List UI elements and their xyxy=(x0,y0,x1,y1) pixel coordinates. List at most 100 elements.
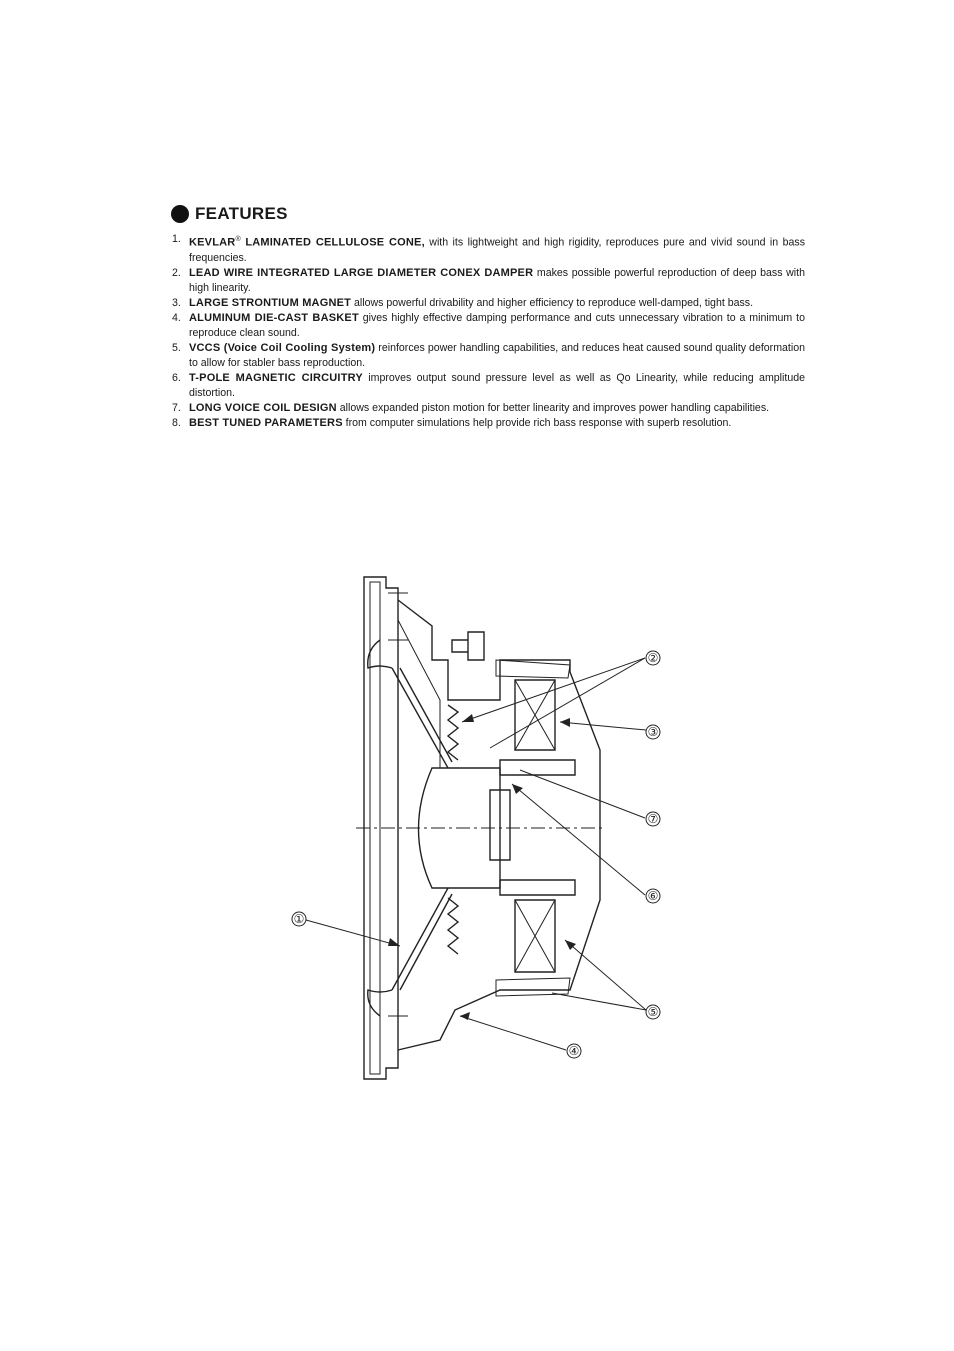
callout-6: ⑥ xyxy=(648,889,659,903)
feature-number: 3. xyxy=(172,296,181,309)
callout-circle xyxy=(645,1004,661,1020)
surround-bottom xyxy=(367,989,393,1017)
arrowhead xyxy=(460,1012,470,1020)
feature-number: 2. xyxy=(172,266,181,279)
leader-lines xyxy=(305,657,647,1051)
callout-5: ⑤ xyxy=(648,1005,659,1019)
feature-item: 4. ALUMINUM DIE-CAST BASKET gives highly… xyxy=(172,311,805,341)
leader-3 xyxy=(559,721,647,731)
arrowhead xyxy=(462,714,474,722)
leader-4 xyxy=(459,1015,567,1051)
cone-top2 xyxy=(399,667,453,763)
arrowheads xyxy=(388,714,576,1020)
frame-outline xyxy=(363,576,399,1080)
feature-number: 6. xyxy=(172,371,181,384)
feature-description: reinforces power handling capabilities, … xyxy=(189,341,806,369)
surround-top xyxy=(367,639,393,669)
feature-number: 7. xyxy=(172,401,181,414)
section-heading: FEATURES xyxy=(171,204,288,224)
arrowhead xyxy=(560,718,570,727)
feature-item: 2. LEAD WIRE INTEGRATED LARGE DIAMETER C… xyxy=(172,266,805,296)
registered-mark: ® xyxy=(235,236,241,243)
feature-text: KEVLAR® LAMINATED CELLULOSE CONE, with i… xyxy=(189,232,805,266)
feature-number: 5. xyxy=(172,341,181,354)
feature-text: T-POLE MAGNETIC CIRCUITRY improves outpu… xyxy=(189,371,805,401)
feature-text: ALUMINUM DIE-CAST BASKET gives highly ef… xyxy=(189,311,805,341)
feature-lead: VCCS (Voice Coil Cooling System) xyxy=(189,341,376,354)
feature-text: LONG VOICE COIL DESIGN allows expanded p… xyxy=(189,401,805,416)
leader-5a xyxy=(564,939,647,1011)
leader-1 xyxy=(305,919,401,947)
feature-text: LARGE STRONTIUM MAGNET allows powerful d… xyxy=(189,296,805,311)
leader-2b xyxy=(489,657,646,749)
magnet-top-x1 xyxy=(514,679,556,751)
cone-top xyxy=(391,667,449,769)
feature-description: allows powerful drivability and higher e… xyxy=(351,296,754,309)
feature-lead: T-POLE MAGNETIC CIRCUITRY xyxy=(189,371,363,384)
feature-number: 4. xyxy=(172,311,181,324)
terminal xyxy=(451,631,485,661)
feature-description: with its lightweight and high rigidity, … xyxy=(189,236,805,264)
leader-5b xyxy=(551,992,647,1011)
feature-text: VCCS (Voice Coil Cooling System) reinfor… xyxy=(189,341,805,371)
feature-item: 6. T-POLE MAGNETIC CIRCUITRY improves ou… xyxy=(172,371,805,401)
feature-lead: LONG VOICE COIL DESIGN xyxy=(189,401,337,414)
feature-lead: BEST TUNED PARAMETERS xyxy=(189,416,343,429)
arrowhead xyxy=(388,938,400,946)
cone-bottom xyxy=(391,887,449,991)
basket-inner xyxy=(397,619,441,768)
callout-circle xyxy=(645,888,661,904)
top-plate xyxy=(499,759,576,776)
arrowhead xyxy=(565,940,576,950)
callout-4: ④ xyxy=(569,1044,580,1058)
callout-circle xyxy=(645,724,661,740)
leader-6 xyxy=(511,783,646,896)
feature-description: from computer simulations help provide r… xyxy=(342,416,732,429)
back-plate-top xyxy=(495,659,571,679)
bullet-icon xyxy=(171,205,189,223)
magnet-bottom-x1 xyxy=(514,899,556,973)
feature-lead: KEVLAR xyxy=(189,236,236,249)
callout-circle xyxy=(291,911,307,927)
feature-lead: LEAD WIRE INTEGRATED LARGE DIAMETER CONE… xyxy=(189,266,534,279)
callout-1: ① xyxy=(294,912,305,926)
callout-circle xyxy=(645,650,661,666)
callout-7: ⑦ xyxy=(648,812,659,826)
feature-item: 1. KEVLAR® LAMINATED CELLULOSE CONE, wit… xyxy=(172,232,805,266)
frame-inner xyxy=(369,581,381,1075)
callout-2: ② xyxy=(648,651,659,665)
feature-item: 8. BEST TUNED PARAMETERS from computer s… xyxy=(172,416,805,431)
feature-lead: LARGE STRONTIUM MAGNET xyxy=(189,296,352,309)
section-title: FEATURES xyxy=(195,204,288,223)
feature-number: 8. xyxy=(172,416,181,429)
feature-text: BEST TUNED PARAMETERS from computer simu… xyxy=(189,416,805,431)
feature-text: LEAD WIRE INTEGRATED LARGE DIAMETER CONE… xyxy=(189,266,805,296)
callout-3: ③ xyxy=(648,725,659,739)
feature-list: 1. KEVLAR® LAMINATED CELLULOSE CONE, wit… xyxy=(172,232,805,431)
feature-item: 5. VCCS (Voice Coil Cooling System) rein… xyxy=(172,341,805,371)
feature-lead: LAMINATED CELLULOSE CONE, xyxy=(240,236,425,249)
feature-description: improves output sound pressure level as … xyxy=(189,371,805,399)
leader-7 xyxy=(519,769,646,819)
feature-description: gives highly effective damping performan… xyxy=(189,311,805,339)
leader-2a xyxy=(461,657,646,723)
callout-circle xyxy=(645,811,661,827)
cone-bottom2 xyxy=(399,893,453,991)
feature-description: makes possible powerful reproduction of … xyxy=(189,266,805,294)
feature-item: 3. LARGE STRONTIUM MAGNET allows powerfu… xyxy=(172,296,805,311)
damper-bottom xyxy=(446,897,460,955)
damper-top xyxy=(446,704,460,761)
feature-lead: ALUMINUM DIE-CAST BASKET xyxy=(189,311,359,324)
pole-piece xyxy=(489,789,511,861)
feature-description: allows expanded piston motion for better… xyxy=(336,401,770,414)
back-plate-bottom xyxy=(495,977,571,997)
callouts: ① ② ③ ④ ⑤ ⑥ ⑦ xyxy=(291,650,661,1059)
arrowhead xyxy=(512,784,523,794)
bottom-plate xyxy=(499,879,576,896)
feature-item: 7. LONG VOICE COIL DESIGN allows expande… xyxy=(172,401,805,416)
mount-lines xyxy=(388,592,408,1017)
callout-circle xyxy=(566,1043,582,1059)
dust-cap xyxy=(417,767,501,889)
feature-number: 1. xyxy=(172,233,181,245)
